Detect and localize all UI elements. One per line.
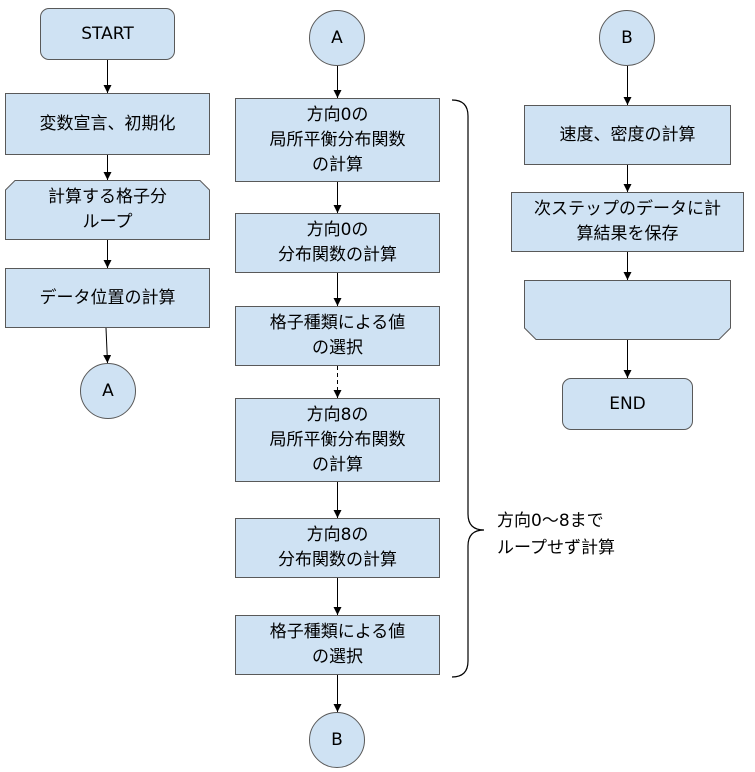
dir0-equilibrium-label: 方向0の 局所平衡分布関数 の計算 xyxy=(269,104,406,175)
loop-end-outline xyxy=(524,280,731,340)
end-terminal: END xyxy=(562,378,693,430)
curly-brace xyxy=(451,99,485,678)
dir8-distribution-label: 方向8の 分布関数の計算 xyxy=(278,525,397,570)
connector-a-in: A xyxy=(309,10,365,66)
connector-a-in-label: A xyxy=(331,27,343,48)
loop-start-outline xyxy=(5,180,210,240)
data-position-label: データ位置の計算 xyxy=(39,287,176,308)
data-position-process: データ位置の計算 xyxy=(5,268,210,328)
connector-b-out-label: B xyxy=(331,729,343,750)
end-label: END xyxy=(609,393,646,414)
dir0-equilibrium-process: 方向0の 局所平衡分布関数 の計算 xyxy=(235,98,440,182)
init-label: 変数宣言、初期化 xyxy=(39,113,176,134)
connector-a-out: A xyxy=(80,363,136,419)
dir8-select-process: 格子種類による値 の選択 xyxy=(235,615,440,675)
dir0-distribution-label: 方向0の 分布関数の計算 xyxy=(278,220,397,265)
start-label: START xyxy=(81,23,134,44)
dir0-select-label: 格子種類による値 の選択 xyxy=(269,313,406,358)
connector-b-in: B xyxy=(599,10,655,66)
dir8-equilibrium-label: 方向8の 局所平衡分布関数 の計算 xyxy=(269,404,406,475)
loop-start-label: 計算する格子分 ループ xyxy=(48,187,167,232)
dir0-select-process: 格子種類による値 の選択 xyxy=(235,306,440,366)
loop-start-shape: 計算する格子分 ループ xyxy=(5,180,210,240)
dir8-select-label: 格子種類による値 の選択 xyxy=(269,622,406,667)
velocity-density-label: 速度、密度の計算 xyxy=(559,124,696,145)
dir8-distribution-process: 方向8の 分布関数の計算 xyxy=(235,518,440,578)
dir0-distribution-process: 方向0の 分布関数の計算 xyxy=(235,213,440,273)
loop-end-shape xyxy=(524,280,731,340)
dir8-equilibrium-process: 方向8の 局所平衡分布関数 の計算 xyxy=(235,398,440,482)
start-terminal: START xyxy=(40,8,175,60)
brace-note: 方向0～8まで ループせず計算 xyxy=(497,511,615,558)
connector-b-out: B xyxy=(309,712,365,768)
init-process: 変数宣言、初期化 xyxy=(5,93,210,155)
save-results-label: 次ステップのデータに計 算結果を保存 xyxy=(534,199,721,244)
arrow-data-position-to-connector-a xyxy=(103,327,112,364)
connector-a-out-label: A xyxy=(102,380,114,401)
velocity-density-process: 速度、密度の計算 xyxy=(524,105,731,165)
connector-b-in-label: B xyxy=(621,27,633,48)
save-results-process: 次ステップのデータに計 算結果を保存 xyxy=(511,192,744,252)
